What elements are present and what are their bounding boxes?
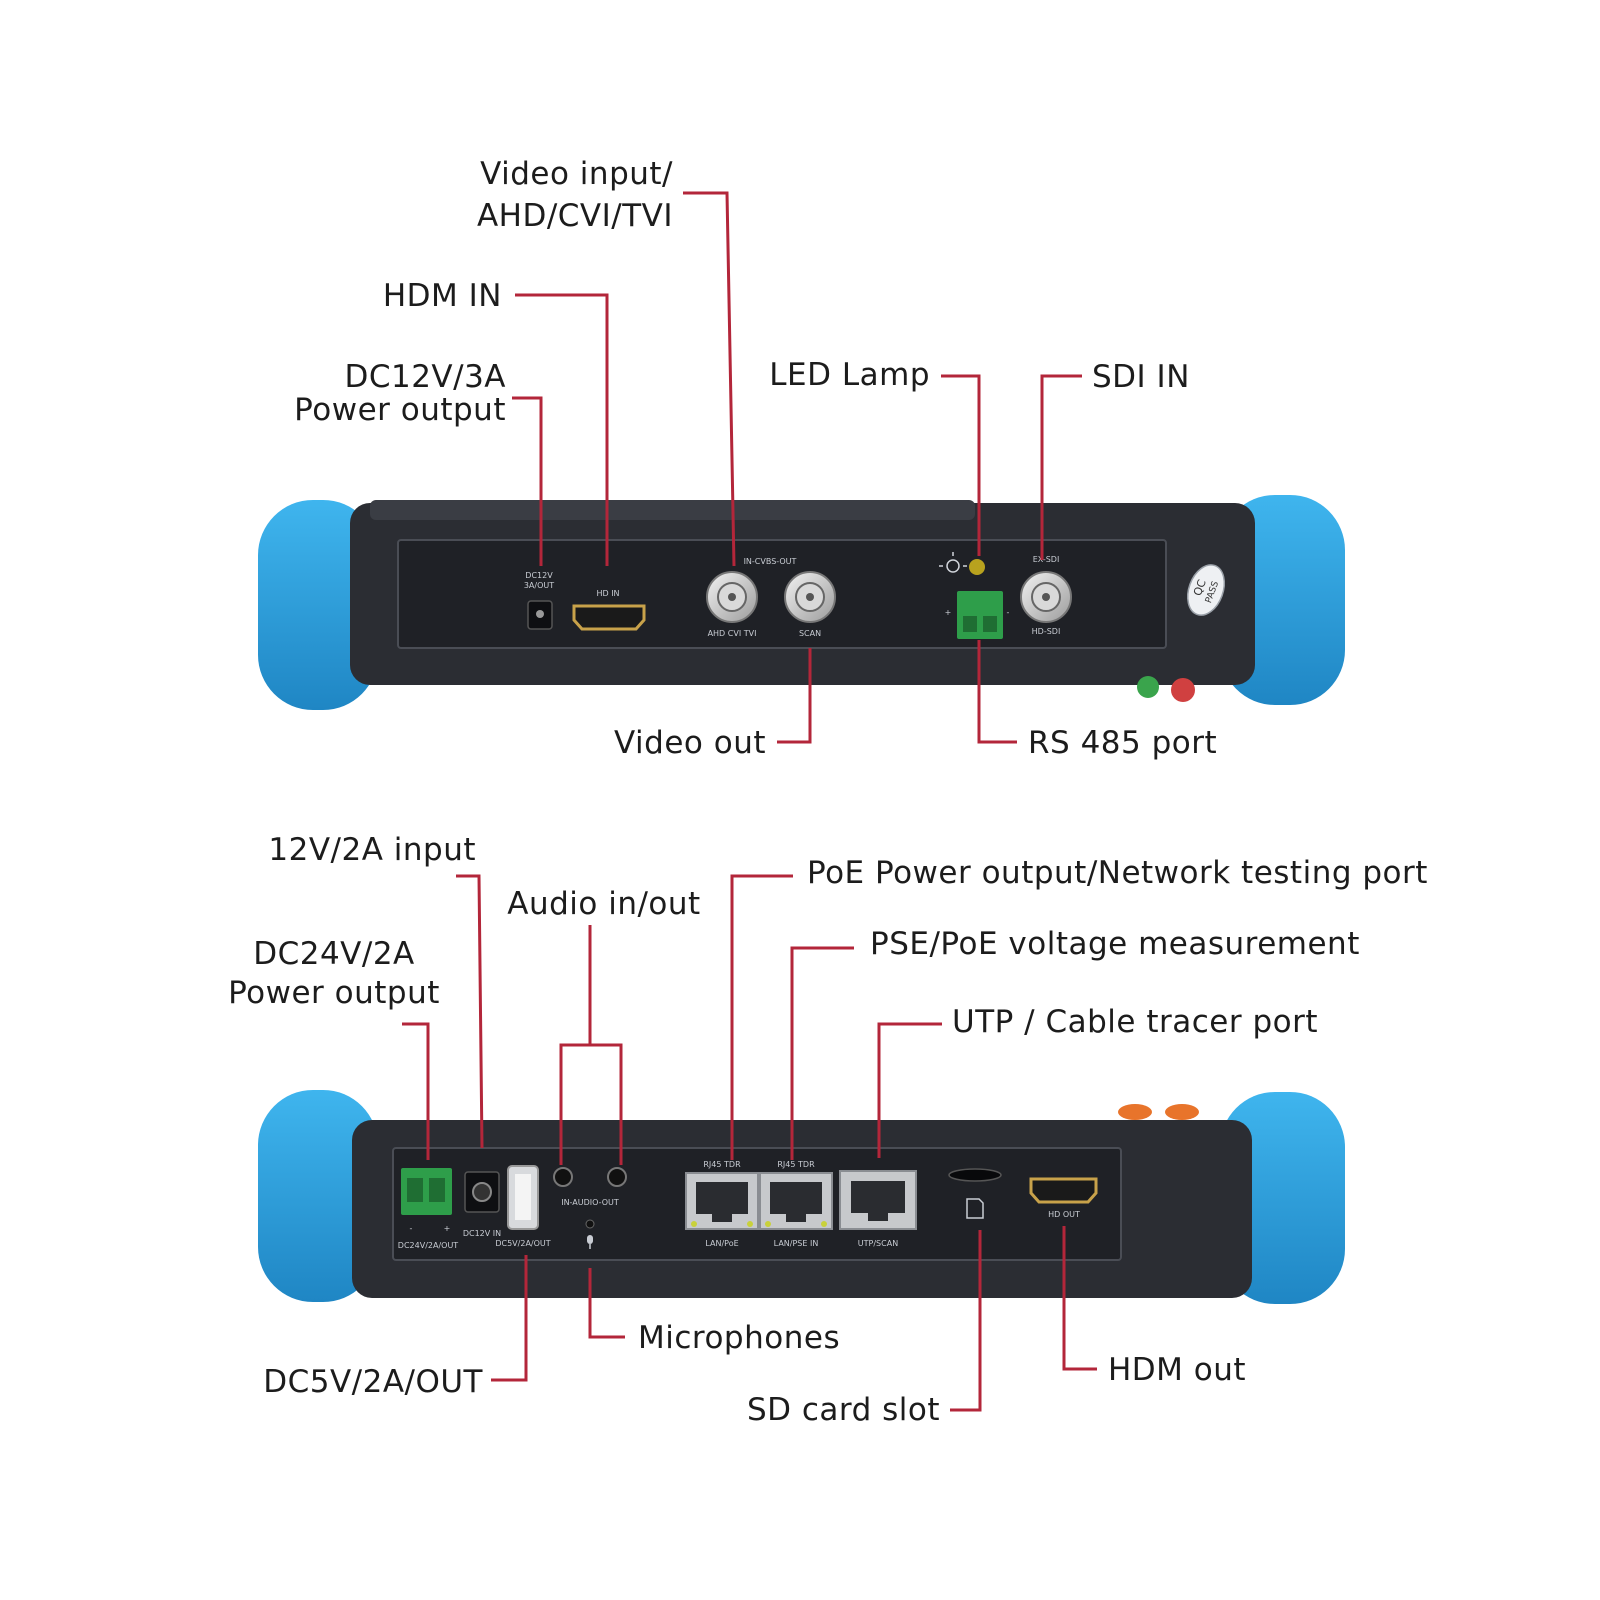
label-utp: UTP / Cable tracer port [952,1004,1318,1040]
label-hdmi-out: HDM out [1108,1352,1246,1388]
label-microphones: Microphones [638,1320,840,1356]
audio-in-jack-icon [553,1167,573,1187]
lamp-icon [939,552,967,573]
bottom-bumper-left [258,1090,378,1302]
silk-dc24-plus: + [444,1224,451,1233]
leader-rs485 [977,640,1017,744]
led-indicator [969,559,985,575]
leader-microphones [588,1268,625,1339]
terminal-screw [429,1178,445,1202]
silk-hd-out: HD OUT [1048,1210,1080,1219]
dc12-jack-hole [536,610,544,618]
label-rs485: RS 485 port [1028,725,1217,761]
silk-cvbs: IN-CVBS-OUT [744,557,797,566]
silk-utp-scan: UTP/SCAN [858,1239,898,1248]
silk-dc24-minus: - [410,1224,413,1233]
silk-dc12-line2: 3A/OUT [524,581,554,590]
leader-12v-input [456,874,484,1149]
silk-audio: IN-AUDIO-OUT [561,1198,619,1207]
audio-out-jack-icon [607,1167,627,1187]
terminal-screw [407,1178,423,1202]
rj45-lan-poe-port-icon [685,1172,759,1230]
label-video-input-line1: Video input/ [480,156,673,192]
knob-icon [1171,678,1195,702]
label-video-out: Video out [614,725,766,761]
label-hdmi-in: HDM IN [383,278,502,314]
label-dc24-line1: DC24V/2A [253,936,415,972]
silk-scan: SCAN [799,629,821,638]
label-sdi-in: SDI IN [1092,359,1190,395]
silk-hd-sdi: HD-SDI [1032,627,1061,636]
leader-led-lamp [941,374,981,556]
leader-hdmi-out [1062,1226,1097,1371]
sd-card-icon [966,1198,984,1219]
usb-tongue [515,1174,531,1220]
leader-dc5v [491,1255,528,1382]
silk-ex-sdi: EX-SDI [1033,555,1060,564]
silk-rj45-1: RJ45 TDR [703,1160,741,1169]
jack-hole [472,1182,492,1202]
terminal-screw [983,616,997,632]
button-icon [1165,1104,1199,1120]
leader-sdi-in [1040,374,1082,560]
bottom-device: - + DC24V/2A/OUT DC12V IN DC5V/2A/OUT IN… [258,1090,1345,1304]
silk-ahd: AHD CVI TVI [708,629,757,638]
label-led-lamp: LED Lamp [769,357,930,393]
knob-icon [1137,676,1159,698]
silk-minus: - [1007,608,1010,617]
silk-rj45-2: RJ45 TDR [777,1160,815,1169]
label-poe-output: PoE Power output/Network testing port [807,855,1428,891]
label-dc12-line2: Power output [294,392,506,428]
qc-line1: QC [1191,578,1209,598]
top-device-top-edge [370,500,975,520]
silk-dc12-line1: DC12V [525,571,553,580]
microphone-icon [587,1235,593,1249]
label-12v-input: 12V/2A input [268,832,476,868]
silk-dc24: DC24V/2A/OUT [398,1241,459,1250]
rj45-utp-port-icon [839,1170,917,1230]
hdmi-out-port-icon [1029,1177,1098,1204]
leader-hdmi-in [515,293,609,566]
leader-dc12 [512,396,543,566]
silk-dc12in: DC12V IN [463,1229,501,1238]
label-sd-card: SD card slot [747,1392,940,1428]
microphone-hole [585,1219,595,1229]
qc-pass-sticker: QC PASS [1186,564,1226,616]
leader-pse-poe [790,946,854,1160]
label-dc24-line2: Power output [228,975,440,1011]
leader-video-out [777,648,812,744]
silk-hd-in: HD IN [596,589,619,598]
rj45-lan-pse-port-icon [759,1172,833,1230]
hdmi-in-port-icon [572,604,646,631]
leader-audio-fork [559,1043,623,1165]
bnc-video-out-icon [784,571,836,623]
top-device: DC12V 3A/OUT HD IN IN-CVBS-OUT AHD CVI T… [258,495,1345,710]
terminal-screw [963,616,977,632]
label-video-input-line2: AHD/CVI/TVI [477,198,673,234]
sd-card-slot-icon [948,1168,1002,1182]
bnc-sdi-in-icon [1020,571,1072,623]
leader-sd-card [950,1230,982,1412]
label-pse-poe: PSE/PoE voltage measurement [870,926,1360,962]
leader-dc24 [402,1022,430,1160]
bnc-video-in-icon [706,571,758,623]
label-audio: Audio in/out [507,886,700,922]
button-icon [1118,1104,1152,1120]
leader-poe-output [730,874,793,1160]
silk-plus: + [945,608,952,617]
silk-dc5v: DC5V/2A/OUT [495,1239,550,1248]
silk-lan-poe: LAN/PoE [705,1239,738,1248]
leader-utp [877,1022,942,1158]
top-bumper-left [258,500,378,710]
label-dc5v: DC5V/2A/OUT [263,1364,483,1400]
leader-video-input [683,191,736,567]
label-dc12-line1: DC12V/3A [344,359,506,395]
silk-lan-pse: LAN/PSE IN [774,1239,819,1248]
